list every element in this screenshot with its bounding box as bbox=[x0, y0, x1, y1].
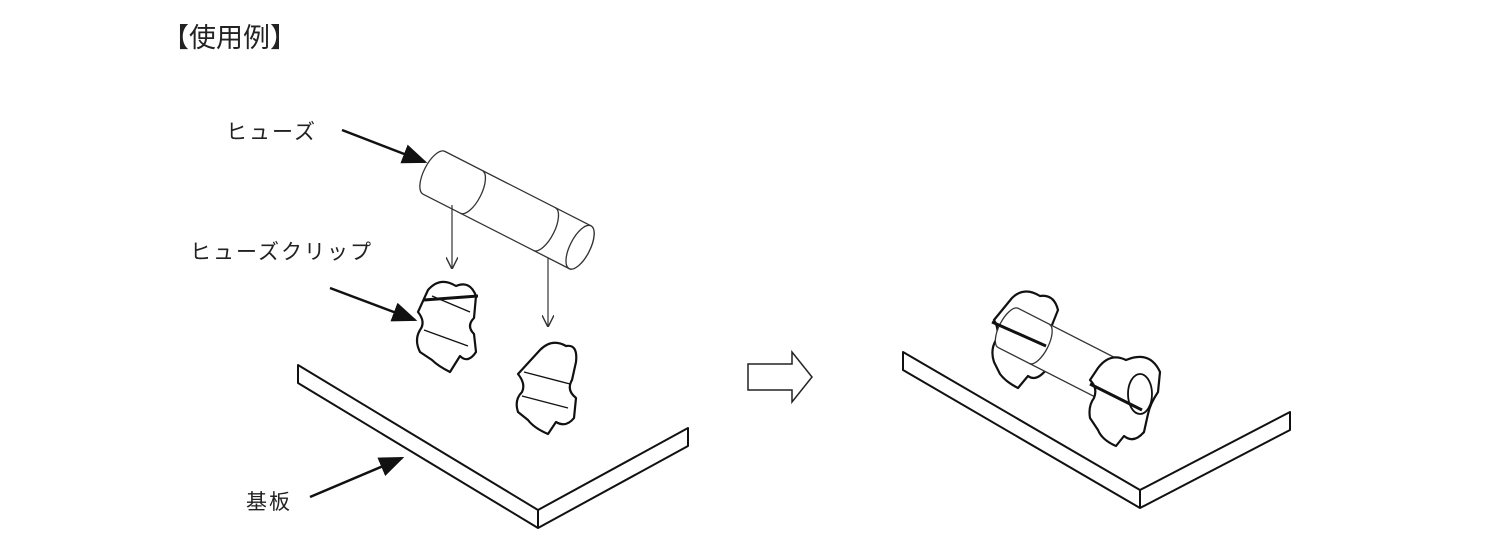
fuse-clip-icon-1 bbox=[415, 280, 479, 374]
result-arrow-icon bbox=[747, 349, 813, 405]
clip-leader-arrow bbox=[329, 286, 418, 322]
board-left bbox=[297, 364, 689, 529]
clip-edge-line bbox=[991, 320, 1047, 348]
board-right bbox=[902, 351, 1291, 509]
fuse-clip-label: ヒューズクリップ bbox=[190, 240, 373, 264]
section-title: 【使用例】 bbox=[162, 23, 297, 54]
fuse-leader-arrow bbox=[341, 128, 428, 164]
board-leader-arrow bbox=[309, 456, 405, 499]
fuse-icon bbox=[419, 150, 595, 270]
fuse-label: ヒューズ bbox=[226, 120, 317, 144]
assembled-fuse-clip-2 bbox=[1088, 355, 1162, 448]
board-label: 基板 bbox=[246, 490, 292, 514]
fuse-clip-icon-2 bbox=[515, 341, 578, 436]
